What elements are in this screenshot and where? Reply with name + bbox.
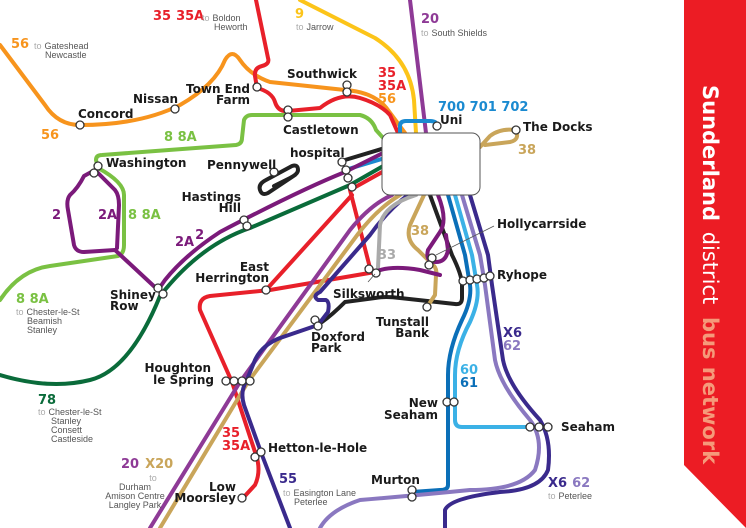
station-concord: Concord: [78, 107, 133, 121]
route-label-8-north: 8 8A: [164, 130, 197, 145]
route-label-78: 78: [38, 393, 56, 408]
title-bold: Sunderland: [698, 85, 722, 221]
city-centre-box: [381, 132, 481, 196]
route-label-55: 55: [279, 472, 297, 487]
route-line-78: [0, 163, 387, 386]
title-accent: bus network: [698, 317, 722, 465]
route-line-61: [410, 193, 473, 494]
route-line-2: [65, 150, 387, 292]
route-line-62: [318, 193, 541, 528]
route-line-2-loop: [93, 168, 121, 250]
title-banner: [684, 0, 746, 528]
route-label-2a-2: 2A2: [175, 228, 204, 250]
route-line-20: [148, 193, 394, 528]
station-the-docks: The Docks: [523, 120, 593, 134]
station-seaham: Seaham: [561, 420, 615, 434]
route-line-20-north: [408, 0, 428, 135]
route-label-56: 56: [41, 128, 59, 143]
station-ryhope: Ryhope: [497, 268, 547, 282]
route-label-56-west: 56: [11, 37, 29, 52]
station-hospital: hospital: [290, 146, 345, 160]
station-markers: [75, 80, 553, 503]
station-murton: Murton: [371, 473, 420, 487]
route-line-55: [240, 193, 410, 528]
route-line-red-south: [197, 168, 388, 500]
station-hetton-le-hole: Hetton-le-Hole: [268, 441, 367, 455]
station-castletown: Castletown: [283, 123, 359, 137]
route-line-9: [298, 0, 418, 135]
station-washington: Washington: [106, 156, 186, 170]
route-label-33: 33: [378, 248, 396, 263]
station-hollycarrside: Hollycarrside: [497, 217, 586, 231]
route-line-8: [0, 113, 387, 302]
station-pennywell: Pennywell: [207, 158, 276, 172]
route-label-8-south: 8 8A: [16, 292, 49, 307]
hollycarrside-leader: [367, 225, 495, 283]
title-light: district: [698, 232, 722, 305]
station-silksworth: Silksworth: [333, 287, 405, 301]
route-line-pennywell: [257, 146, 387, 196]
station-uni: Uni: [440, 113, 462, 127]
route-label-9: 9: [295, 7, 304, 22]
route-line-33: [376, 193, 418, 270]
route-label-20-north: 20: [421, 12, 439, 27]
route-label-2: 2: [52, 208, 61, 223]
route-line-60: [453, 193, 532, 429]
station-southwick: Southwick: [287, 67, 358, 81]
route-label-8-mid: 8 8A: [128, 208, 161, 223]
route-line-x20: [158, 193, 402, 528]
route-line-35: [252, 0, 400, 135]
route-label-38-docks: 38: [518, 143, 536, 158]
route-label-700: 700 701 702: [438, 100, 528, 115]
station-nissan: Nissan: [133, 92, 178, 106]
route-label-2a: 2A: [98, 208, 117, 223]
route-line-x6: [443, 193, 551, 528]
route-line-red-herrington: [264, 193, 354, 292]
route-label-38: 38: [411, 224, 429, 239]
map-title: Sunderland district bus network: [698, 85, 722, 465]
